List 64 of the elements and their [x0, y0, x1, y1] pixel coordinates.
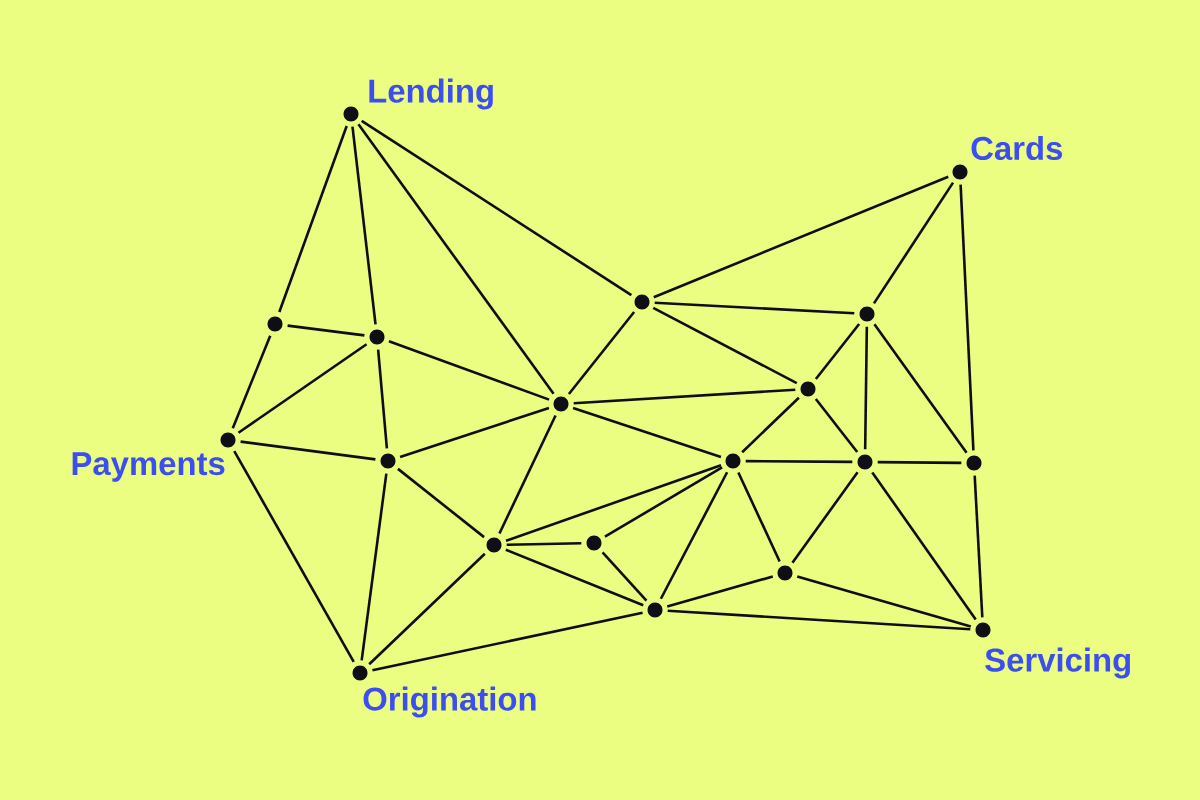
connector-line	[372, 611, 643, 672]
connector-line	[287, 324, 365, 337]
connector-line	[654, 301, 855, 315]
connector-line	[666, 575, 774, 608]
node-label: Origination	[363, 686, 536, 718]
connector-line	[652, 306, 798, 385]
connector-line	[231, 335, 272, 429]
dot	[380, 453, 396, 469]
connector-line	[863, 326, 869, 450]
dot	[777, 565, 793, 581]
connector-line	[573, 388, 796, 405]
node-label: Cards	[971, 135, 1063, 161]
connector-line	[506, 541, 582, 547]
connector-line	[397, 467, 485, 539]
connector-line	[237, 343, 368, 434]
connector-line	[959, 184, 975, 451]
connector-line	[973, 475, 984, 618]
dot	[634, 294, 650, 310]
connector-line	[233, 450, 355, 663]
dot	[966, 455, 982, 471]
connector-line	[667, 609, 971, 631]
connector-line	[873, 323, 968, 454]
connector-line	[505, 464, 722, 542]
connector-line	[278, 125, 348, 313]
dot	[586, 535, 602, 551]
connector-line	[791, 471, 859, 564]
dot	[859, 306, 875, 322]
connector-line	[505, 548, 644, 607]
connector-line	[877, 460, 962, 465]
connector-line	[360, 473, 388, 661]
connector-line	[814, 323, 861, 380]
dot	[800, 381, 816, 397]
connector-line	[388, 340, 550, 401]
connector-line	[498, 414, 557, 535]
connector-line	[357, 123, 555, 395]
connector-line	[741, 396, 800, 454]
connector-line	[572, 406, 722, 459]
connector-line	[814, 398, 859, 453]
connector-line	[368, 552, 486, 666]
connector-line	[653, 175, 949, 299]
connector-line	[604, 466, 723, 538]
connector-line	[376, 349, 389, 449]
node-label: Servicing	[985, 647, 1130, 679]
connector-line	[796, 575, 972, 628]
connector-line	[601, 551, 648, 602]
dot	[857, 454, 873, 470]
dot	[369, 329, 385, 345]
dot	[486, 537, 502, 553]
connector-line	[872, 181, 955, 305]
dot	[725, 453, 741, 469]
connector-line	[351, 126, 377, 325]
connector-line	[360, 119, 633, 297]
dot	[553, 396, 569, 412]
node-label: Lending	[369, 78, 493, 110]
connector-line	[399, 406, 550, 459]
node-label: Payments	[72, 452, 225, 482]
connector-line	[737, 471, 781, 563]
dot	[267, 316, 283, 332]
connector-line	[240, 440, 376, 461]
dot	[647, 602, 663, 618]
connector-line	[567, 311, 636, 395]
connector-line	[871, 471, 977, 621]
connector-line	[745, 459, 853, 464]
connector-line	[659, 471, 729, 600]
